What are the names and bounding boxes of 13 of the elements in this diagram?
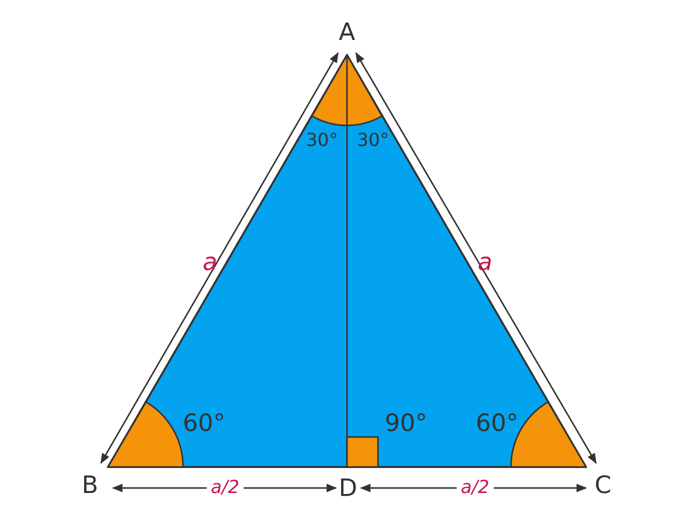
vertex-label: C (594, 473, 612, 497)
angle-label: 30° (357, 132, 389, 150)
vertex-label: D (338, 476, 358, 500)
side-label: a (478, 250, 492, 274)
side-label: a (202, 250, 218, 274)
side-label: a/2 (206, 479, 244, 497)
vertex-label: B (82, 473, 98, 497)
angle-label: 30° (306, 132, 338, 150)
vertex-label: A (338, 20, 356, 44)
angle-label: 60° (182, 411, 226, 435)
angle-label: 60° (476, 411, 518, 435)
angle-label: 90° (384, 411, 428, 435)
side-label: a/2 (456, 479, 494, 497)
